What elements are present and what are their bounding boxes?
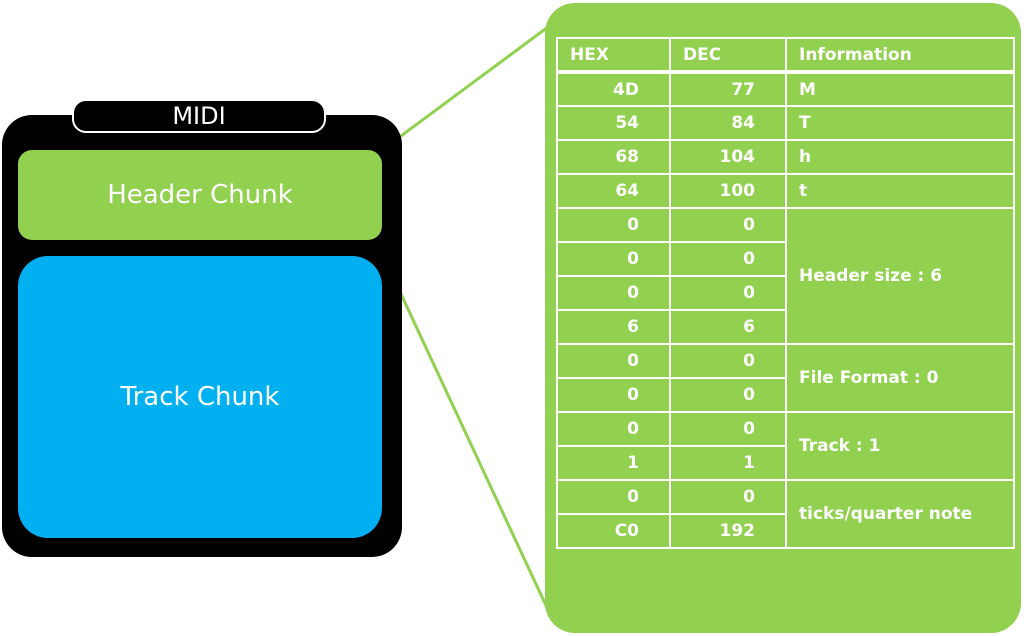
hex-cell: 0: [556, 411, 671, 447]
column-header-information: Information: [785, 37, 1015, 73]
info-cell: h: [785, 139, 1015, 175]
table-row: C0 192: [556, 513, 1014, 549]
table-header-row: HEX DEC Information: [556, 37, 1015, 73]
dec-cell: 0: [669, 207, 787, 243]
table-row: 64 100 t: [556, 173, 1015, 209]
dec-cell: 100: [669, 173, 787, 209]
table-row: 0 0 File Format : 0: [556, 343, 1015, 413]
hex-cell: 0: [556, 275, 671, 311]
dec-cell: 84: [669, 105, 787, 141]
info-cell: Header size : 6: [785, 207, 1015, 345]
hex-cell: C0: [556, 513, 671, 549]
hex-cell: 68: [556, 139, 671, 175]
info-cell: T: [785, 105, 1015, 141]
hex-cell: 1: [556, 445, 671, 481]
dec-cell: 77: [669, 71, 787, 107]
zoom-line-top: [377, 19, 557, 155]
track-chunk-label: Track Chunk: [120, 382, 280, 412]
table-row: 68 104 h: [556, 139, 1015, 175]
dec-cell: 1: [669, 445, 787, 481]
table-row: 1 1: [556, 445, 1014, 481]
header-chunk-block: Header Chunk: [18, 150, 382, 240]
hex-cell: 64: [556, 173, 671, 209]
dec-cell: 0: [669, 343, 787, 379]
track-chunk-block: Track Chunk: [18, 256, 382, 538]
dec-cell: 0: [669, 241, 787, 277]
table-row: 6 6: [556, 309, 1014, 345]
dec-cell: 0: [669, 275, 787, 311]
dec-cell: 6: [669, 309, 787, 345]
info-cell: t: [785, 173, 1015, 209]
table-row: 0 0: [556, 377, 1014, 413]
table-row: 0 0 Track : 1: [556, 411, 1015, 481]
table-row: 0 0: [556, 241, 1014, 277]
midi-label: MIDI: [72, 99, 326, 133]
table-row: 0 0: [556, 275, 1014, 311]
hex-cell: 6: [556, 309, 671, 345]
midi-label-text: MIDI: [172, 102, 226, 130]
hex-cell: 0: [556, 207, 671, 243]
dec-cell: 0: [669, 377, 787, 413]
hex-cell: 4D: [556, 71, 671, 107]
dec-cell: 0: [669, 479, 787, 515]
table-row: 0 0 Header size : 6: [556, 207, 1015, 345]
column-header-hex: HEX: [556, 37, 671, 73]
info-cell: File Format : 0: [785, 343, 1015, 413]
info-cell: Track : 1: [785, 411, 1015, 481]
table-row: 54 84 T: [556, 105, 1015, 141]
header-chunk-label: Header Chunk: [107, 180, 293, 210]
dec-cell: 0: [669, 411, 787, 447]
table-row: 0 0 ticks/quarter note: [556, 479, 1015, 549]
hex-cell: 0: [556, 241, 671, 277]
column-header-dec: DEC: [669, 37, 787, 73]
table-row: 4D 77 M: [556, 71, 1015, 107]
info-cell: ticks/quarter note: [785, 479, 1015, 549]
info-cell: M: [785, 71, 1015, 107]
header-bytes-table: HEX DEC Information 4D 77 M 54 84 T 68 1…: [556, 37, 1015, 549]
hex-cell: 54: [556, 105, 671, 141]
hex-cell: 0: [556, 479, 671, 515]
hex-cell: 0: [556, 377, 671, 413]
dec-cell: 104: [669, 139, 787, 175]
hex-cell: 0: [556, 343, 671, 379]
dec-cell: 192: [669, 513, 787, 549]
